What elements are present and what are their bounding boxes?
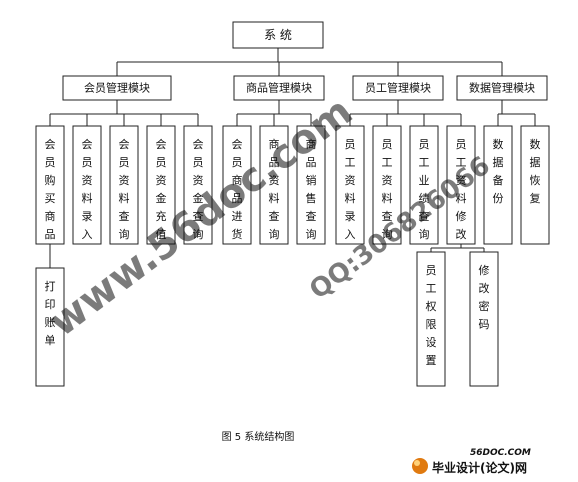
leaf-node-l3 <box>109 125 139 245</box>
sub-node-s3 <box>469 251 499 387</box>
leaf-label-l13: 数据备份 <box>493 138 504 205</box>
leaf-label-l1: 会员购买商品 <box>45 138 56 241</box>
module-label-m2: 商品管理模块 <box>246 81 312 95</box>
leaf-label-l8: 商品销售查询 <box>306 137 317 241</box>
logo-globe-highlight <box>414 460 420 466</box>
leaf-node-l8 <box>296 125 326 245</box>
sub-label-s3: 修改密码 <box>479 263 490 331</box>
leaf-node-l7 <box>259 125 289 245</box>
module-node-m4 <box>456 75 548 101</box>
leaf-node-l5 <box>183 125 213 245</box>
leaf-label-l11: 员工业绩查询 <box>419 138 430 241</box>
connector-lines <box>49 48 536 268</box>
sub-node-s2 <box>416 251 446 387</box>
module-label-m4: 数据管理模块 <box>469 81 535 95</box>
leaf-label-l14: 数据恢复 <box>530 138 541 205</box>
sub-label-s2: 员工权限设置 <box>426 264 437 367</box>
leaf-label-l5: 会员资金查询 <box>193 138 204 241</box>
leaf-label-l12: 员工资料修改 <box>456 138 467 241</box>
module-node-m3 <box>352 75 444 101</box>
module-label-m3: 员工管理模块 <box>365 81 431 95</box>
leaf-label-l7: 商品资料查询 <box>269 137 280 241</box>
leaf-node-l10 <box>372 125 402 245</box>
leaf-node-l1 <box>35 125 65 245</box>
leaf-node-l14 <box>520 125 550 245</box>
sub-label-s1: 打印账单 <box>45 279 56 347</box>
module-label-m1: 会员管理模块 <box>84 81 150 95</box>
site-logo: 56DOC.COM 毕业设计(论文)网 <box>412 448 531 475</box>
logo-globe-icon <box>412 458 428 474</box>
leaf-node-l12 <box>446 125 476 245</box>
root-label: 系 统 <box>264 28 292 42</box>
module-node-m2 <box>233 75 325 101</box>
sub-node-s1 <box>35 267 65 387</box>
root-node <box>232 21 324 49</box>
leaf-label-l2: 会员资料录入 <box>82 138 93 241</box>
figure-caption: 图 5 系统结构图 <box>222 430 295 443</box>
logo-brand-text: 毕业设计(论文)网 <box>432 460 527 475</box>
module-node-m1 <box>62 75 172 101</box>
leaf-label-l4: 会员资金充值 <box>156 138 167 241</box>
leaf-label-l3: 会员资料查询 <box>119 138 130 241</box>
leaf-label-l10: 员工资料查询 <box>382 138 393 241</box>
leaf-node-l13 <box>483 125 513 245</box>
leaf-label-l9: 员工资料录入 <box>345 138 356 241</box>
leaf-node-l9 <box>335 125 365 245</box>
leaf-node-l4 <box>146 125 176 245</box>
logo-domain-text: 56DOC.COM <box>470 448 531 458</box>
leaf-node-l2 <box>72 125 102 245</box>
leaf-node-l6 <box>222 125 252 245</box>
leaf-label-l6: 会员商品进货 <box>232 138 243 241</box>
leaf-node-l11 <box>409 125 439 245</box>
